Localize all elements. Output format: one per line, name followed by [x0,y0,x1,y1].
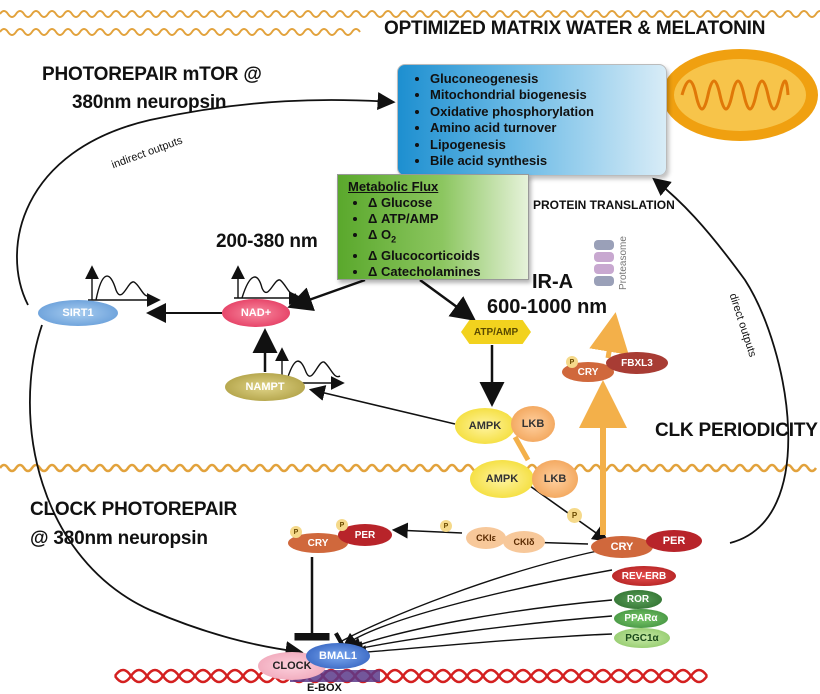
nad-oscillation [231,265,303,305]
mitochondrion-image [662,49,818,141]
indirect-outputs-arrow [16,92,396,306]
rev-erb-node: REV-ERB [612,566,676,586]
output-item: Amino acid turnover [430,120,666,136]
clock-node: CLOCK [258,652,326,680]
output-item: Gluconeogenesis [430,71,666,87]
atp-amp-node: ATP/AMP [461,320,531,344]
flux-item: Δ Glucocorticoids [368,248,528,264]
cki-delta-node: CKIδ [503,531,545,553]
per-node-right: PER [646,530,702,552]
heading-nm-range: 200-380 nm [216,231,318,252]
flux-item: Δ O2 [368,227,528,248]
sirt1-node: SIRT1 [38,300,118,326]
output-item: Oxidative phosphorylation [430,104,666,120]
dna-strand [113,668,709,684]
heading-clk-periodicity: CLK PERIODICITY [655,420,818,441]
ebox-label: E-BOX [307,682,342,694]
flux-item: Δ Catecholamines [368,264,528,280]
ppara-node: PPARα [614,609,668,628]
heading-photorepair-mtor: PHOTOREPAIR mTOR @ [42,64,262,85]
heading-neuropsin-1: 380nm neuropsin [72,92,227,113]
nad-node: NAD+ [222,299,290,327]
cry-node-right: CRY [591,536,653,558]
ampk-orange-arrow [512,435,531,462]
heading-ir-a: IR-A [532,271,574,293]
nuclear-membrane [0,463,818,473]
outputs-list: Gluconeogenesis Mitochondrial biogenesis… [398,71,666,169]
nampt-node: NAMPT [225,373,305,401]
output-item: Bile acid synthesis [430,153,666,169]
flux-item: Δ ATP/AMP [368,211,528,227]
output-item: Mitochondrial biogenesis [430,87,666,103]
phospho-badge: P [566,356,578,368]
metabolic-flux-box: Metabolic Flux Δ Glucose Δ ATP/AMP Δ O2 … [337,174,529,280]
protein-translation-label: PROTEIN TRANSLATION [533,198,675,212]
metabolic-flux-list: Δ Glucose Δ ATP/AMP Δ O2 Δ Glucocorticoi… [338,195,528,280]
flux-item-o2: Δ O [368,226,392,242]
outputs-box: Gluconeogenesis Mitochondrial biogenesis… [397,64,667,176]
heading-ir-a-range: 600-1000 nm [487,296,608,318]
phospho-badge: P [440,520,452,532]
ror-node: ROR [614,590,662,609]
cki-epsilon-node: CKIε [466,527,506,549]
cry-node-left: CRY [288,533,348,553]
sirt1-to-clock-arrow [29,324,304,660]
lkb-node-1: LKB [511,406,555,442]
output-item: Lipogenesis [430,137,666,153]
phospho-badge: P [290,526,302,538]
direct-outputs-arrow [652,177,790,544]
ampk-node-2: AMPK [470,460,534,498]
sirt1-oscillation [85,265,161,307]
heading-optimized-matrix: OPTIMIZED MATRIX WATER & MELATONIN [384,18,766,39]
lkb-node-2: LKB [532,460,578,498]
metabolic-flux-title: Metabolic Flux [348,179,439,194]
phospho-badge: P [567,508,582,523]
heading-clock-photorepair: CLOCK PHOTOREPAIR [30,499,238,520]
proteasome-image [594,240,614,286]
heading-neuropsin-2: @ 380nm neuropsin [30,528,208,549]
fbxl3-node: FBXL3 [606,352,668,374]
per-node-left: PER [338,524,392,546]
bmal1-node: BMAL1 [306,643,370,669]
top-membrane [0,10,820,36]
cry-to-protein-translation-arrow [589,312,629,359]
flux-item: Δ Glucose [368,195,528,211]
pgc1a-node: PGC1α [614,628,670,648]
o2-subscript: 2 [391,234,397,245]
ampk-node-1: AMPK [455,408,515,444]
proteasome-label: Proteasome [618,236,629,290]
phospho-badge: P [336,519,348,531]
